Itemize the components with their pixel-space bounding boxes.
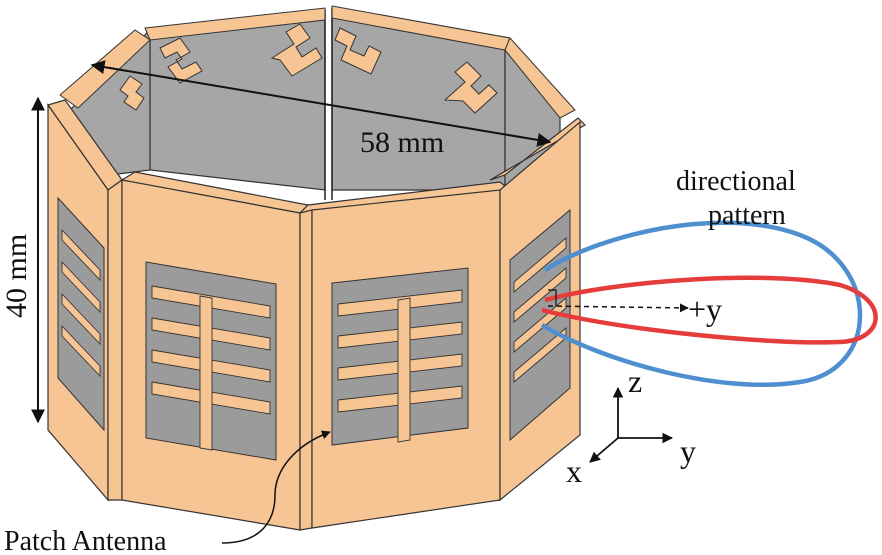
panel-right-top: [489, 117, 586, 181]
patch-antenna-leader: [221, 430, 331, 544]
diameter-arrow: [90, 60, 552, 147]
beam-lobe-outer: [540, 220, 863, 387]
panel-front-right-edge: [299, 209, 313, 531]
pattern-label-line2: pattern: [708, 200, 786, 231]
axis-x-label: x: [566, 453, 582, 489]
beam-lobe-inner: [541, 275, 878, 345]
axis-y-label: y: [680, 433, 696, 469]
patch-antenna-label: Patch Antenna: [4, 526, 167, 555]
dimensions: [31, 60, 552, 424]
coordinate-axes: [589, 386, 674, 463]
beam-axis-label: +y: [688, 291, 722, 327]
axis-x-arrow: [589, 437, 619, 463]
radiation-pattern: [540, 220, 878, 387]
panel-left-edge: [107, 178, 123, 501]
axis-z-label: z: [628, 363, 642, 399]
diameter-label: 58 mm: [360, 126, 444, 159]
slot-strips: [61, 228, 567, 451]
back-panel: [144, 7, 326, 41]
height-label: 40 mm: [0, 234, 33, 318]
pattern-label-line1: directional: [676, 166, 796, 197]
